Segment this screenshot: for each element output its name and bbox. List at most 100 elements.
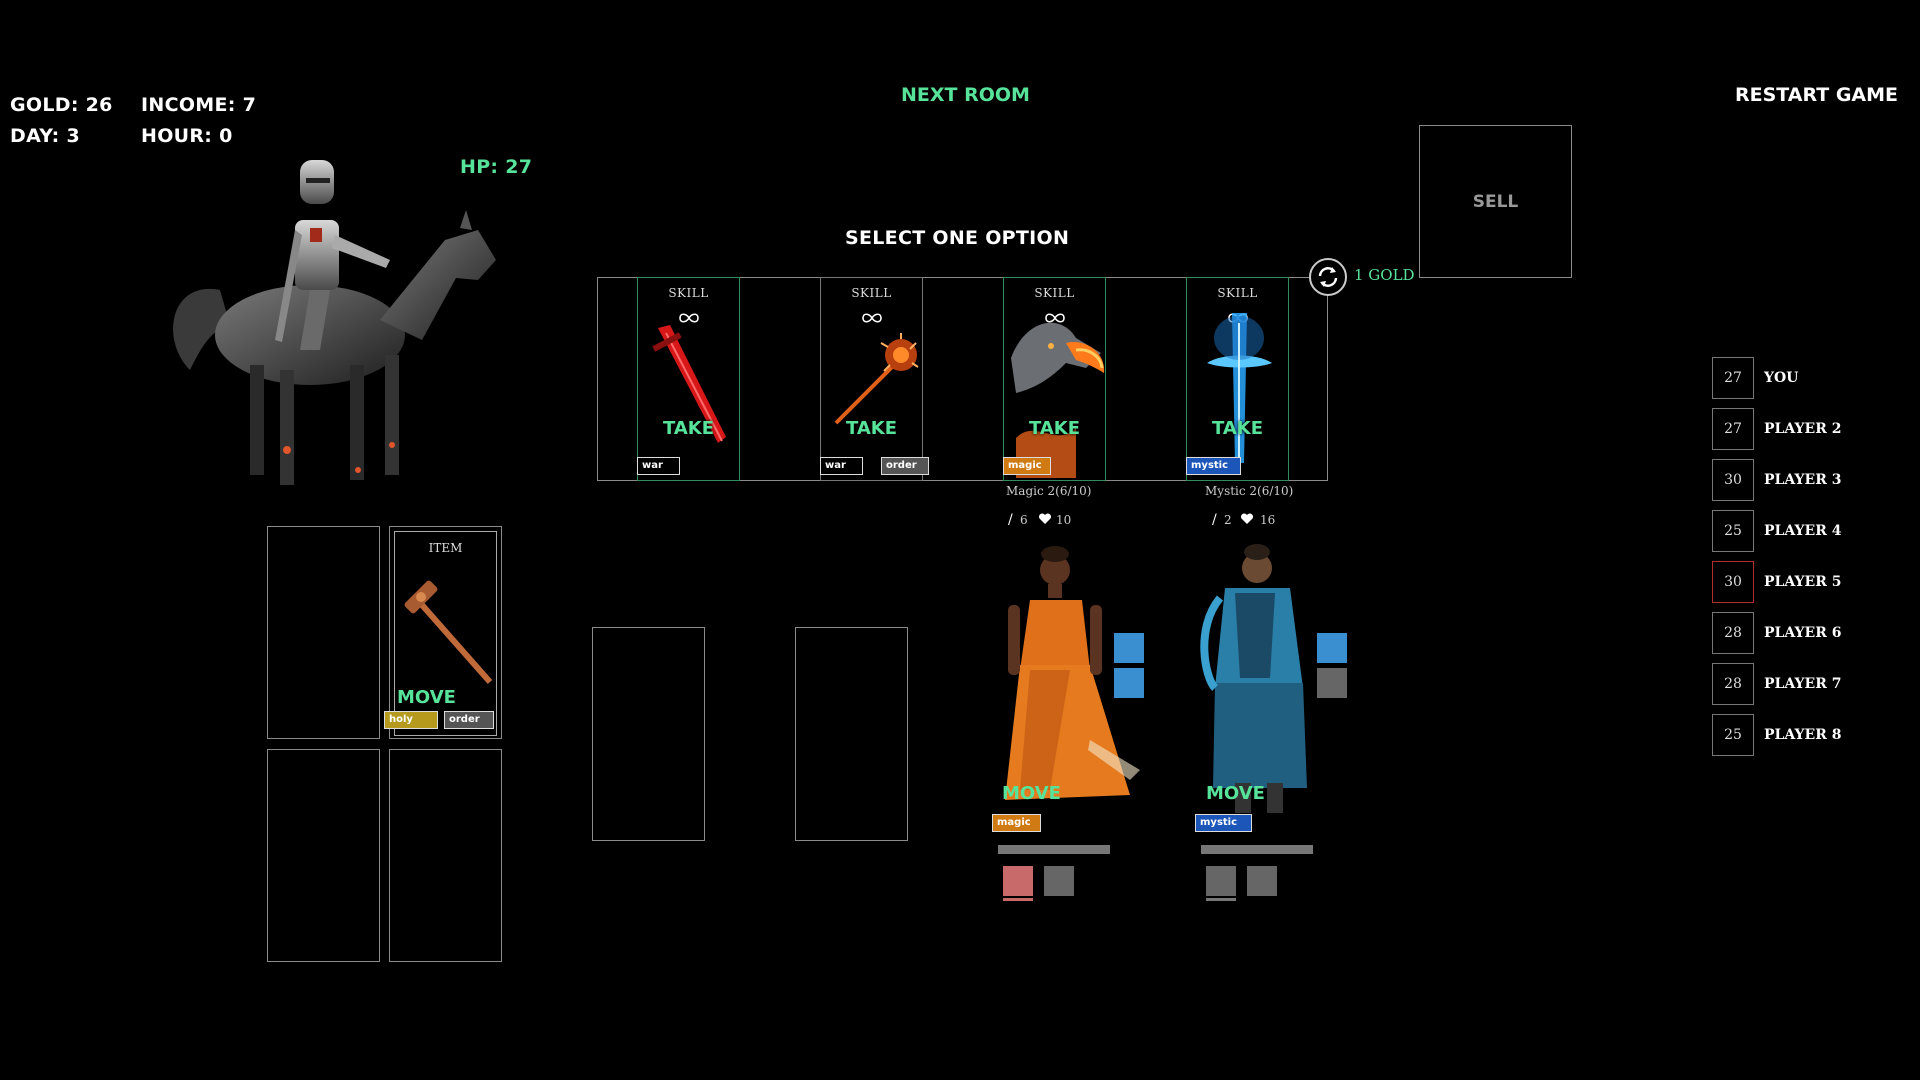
move-button[interactable]: MOVE (1002, 783, 1061, 804)
sell-zone[interactable]: SELL (1419, 125, 1572, 278)
take-button[interactable]: TAKE (1211, 418, 1264, 439)
leaderboard-row: 27 PLAYER 2 (1712, 408, 1892, 450)
flail-art (826, 323, 921, 458)
ability-indicator (1206, 898, 1236, 901)
options-panel (597, 277, 1328, 481)
hour-display: HOUR: 0 (141, 125, 233, 147)
heart-icon (1038, 512, 1052, 531)
infinity-icon (860, 311, 884, 329)
sword-art (648, 323, 733, 458)
buff-slot (1114, 633, 1144, 663)
ally-progress-bar (1201, 845, 1313, 854)
health-value: 10 (1056, 513, 1072, 527)
mystic-sword-art (1192, 303, 1287, 478)
attack-value: 6 (1020, 513, 1028, 527)
player-score: 27 (1712, 408, 1754, 450)
ability-slot[interactable] (1247, 866, 1277, 896)
hp-display: HP: 27 (460, 156, 533, 178)
ally-class-label: Magic 2(6/10) (1006, 484, 1092, 498)
option-card-3[interactable]: SKILL TAKE (1003, 277, 1106, 481)
gold-display: GOLD: 26 (10, 94, 113, 116)
player-name: PLAYER 5 (1764, 574, 1842, 590)
dragon-art (1006, 298, 1105, 480)
player-score: 28 (1712, 663, 1754, 705)
health-value: 16 (1260, 513, 1276, 527)
inventory-slot-3[interactable] (267, 749, 380, 962)
tag-magic: magic (1003, 457, 1051, 475)
sword-icon: / (1008, 512, 1013, 528)
leaderboard-row: 25 PLAYER 4 (1712, 510, 1892, 552)
infinity-icon (677, 311, 701, 329)
hammer-art (395, 572, 498, 697)
ally-class-label: Mystic 2(6/10) (1205, 484, 1294, 498)
ability-indicator (1003, 898, 1033, 901)
restart-game-button[interactable]: RESTART GAME (1735, 84, 1899, 106)
tag-holy: holy (384, 711, 438, 729)
player-name: PLAYER 6 (1764, 625, 1842, 641)
ally-stats: / 2 16 (1212, 512, 1322, 528)
ally-portrait[interactable] (990, 540, 1140, 830)
player-name: PLAYER 8 (1764, 727, 1842, 743)
buff-slot (1317, 668, 1347, 698)
player-score: 25 (1712, 510, 1754, 552)
hero-portrait (160, 150, 530, 502)
inventory-slot-1[interactable] (267, 526, 380, 739)
team-slot-1[interactable] (592, 627, 705, 841)
leaderboard-row: 25 PLAYER 8 (1712, 714, 1892, 756)
item-card[interactable]: ITEM MOVE (394, 531, 497, 736)
ability-slot[interactable] (1044, 866, 1074, 896)
ally-progress-bar (998, 845, 1110, 854)
player-score: 30 (1712, 561, 1754, 603)
player-score: 30 (1712, 459, 1754, 501)
leaderboard-row: 30 PLAYER 3 (1712, 459, 1892, 501)
tag-mystic: mystic (1186, 457, 1241, 475)
option-card-1[interactable]: SKILL TAKE (637, 277, 740, 481)
move-button[interactable]: MOVE (397, 687, 456, 708)
player-name: YOU (1764, 370, 1799, 386)
reroll-icon[interactable] (1309, 258, 1347, 296)
inventory-slot-4[interactable] (389, 749, 502, 962)
take-button[interactable]: TAKE (662, 418, 715, 439)
tag-war: war (637, 457, 680, 475)
buff-slot (1114, 668, 1144, 698)
card-type: SKILL (1217, 286, 1258, 300)
take-button[interactable]: TAKE (1028, 418, 1081, 439)
tag-order: order (444, 711, 494, 729)
item-type: ITEM (428, 541, 463, 555)
next-room-button[interactable]: NEXT ROOM (901, 84, 1030, 106)
tag-order: order (881, 457, 929, 475)
card-type: SKILL (851, 286, 892, 300)
player-name: PLAYER 7 (1764, 676, 1842, 692)
sword-icon: / (1212, 512, 1217, 528)
buff-slot (1317, 633, 1347, 663)
day-display: DAY: 3 (10, 125, 80, 147)
player-name: PLAYER 2 (1764, 421, 1842, 437)
option-card-2[interactable]: SKILL TAKE (820, 277, 923, 481)
infinity-icon (1043, 311, 1067, 329)
player-score: 27 (1712, 357, 1754, 399)
income-display: INCOME: 7 (141, 94, 257, 116)
ally-portrait[interactable] (1195, 538, 1345, 828)
ability-slot[interactable] (1003, 866, 1033, 896)
sell-label: SELL (1472, 192, 1519, 212)
inventory-slot-2[interactable]: ITEM MOVE (389, 526, 502, 739)
card-type: SKILL (1034, 286, 1075, 300)
move-button[interactable]: MOVE (1206, 783, 1265, 804)
player-score: 25 (1712, 714, 1754, 756)
player-name: PLAYER 3 (1764, 472, 1842, 488)
leaderboard-row: 27 YOU (1712, 357, 1892, 399)
player-score: 28 (1712, 612, 1754, 654)
tag-mystic: mystic (1195, 814, 1252, 832)
tag-magic: magic (992, 814, 1041, 832)
card-type: SKILL (668, 286, 709, 300)
player-name: PLAYER 4 (1764, 523, 1842, 539)
leaderboard-row: 28 PLAYER 7 (1712, 663, 1892, 705)
take-button[interactable]: TAKE (845, 418, 898, 439)
team-slot-2[interactable] (795, 627, 908, 841)
ally-stats: / 6 10 (1008, 512, 1118, 528)
leaderboard-row: 28 PLAYER 6 (1712, 612, 1892, 654)
ability-slot[interactable] (1206, 866, 1236, 896)
heart-icon (1240, 512, 1254, 531)
option-card-4[interactable]: SKILL TAKE (1186, 277, 1289, 481)
attack-value: 2 (1224, 513, 1232, 527)
